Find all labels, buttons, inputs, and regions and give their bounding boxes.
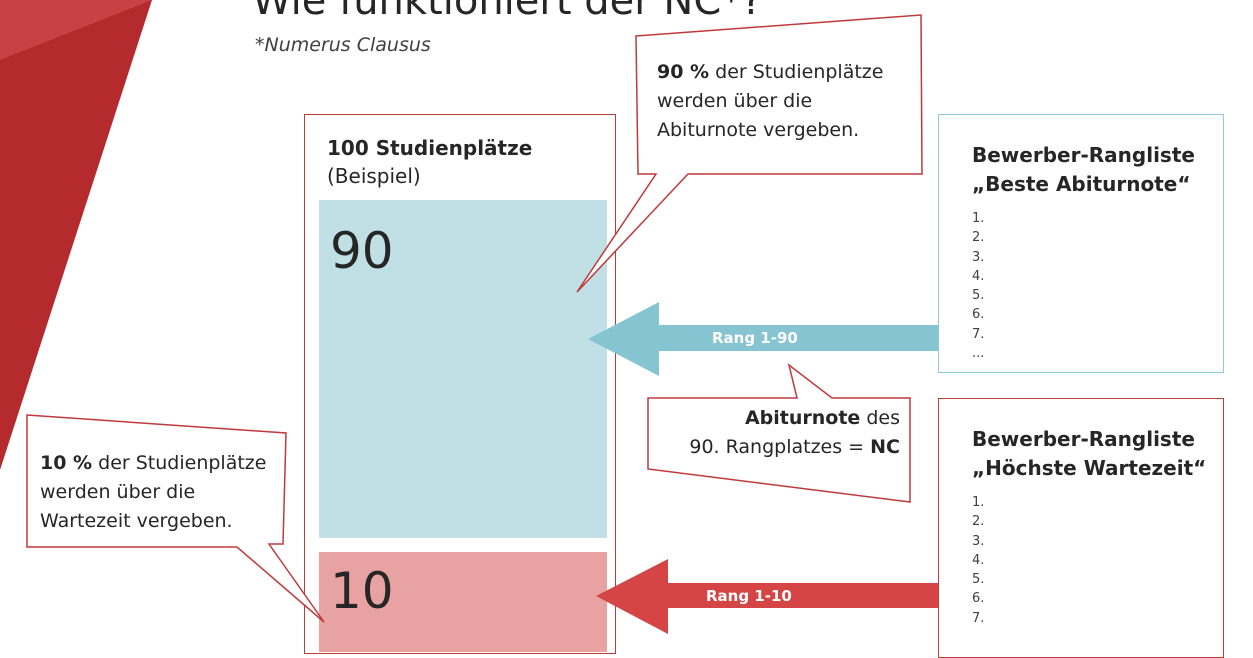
list-item: 1. — [972, 495, 985, 510]
nc-callout-text: Abiturnote des 90. Rangplatzes = NC — [689, 407, 900, 458]
grade-callout-text: 90 % der Studienplätze werden über die A… — [657, 61, 884, 141]
list-item: 4. — [972, 268, 985, 284]
list-item: 3. — [972, 533, 985, 549]
grade-callout-percent: 90 % — [657, 61, 710, 83]
list-item: 6. — [972, 591, 985, 607]
list-item: 5. — [972, 572, 985, 588]
list-item: 3. — [972, 249, 985, 265]
ranking-grade-box: Bewerber-Rangliste „Beste Abiturnote“ 1.… — [938, 114, 1224, 373]
page-title: Wie funktioniert der NC*? — [252, 0, 763, 24]
list-item: ... — [972, 346, 985, 362]
waiting-callout-percent: 10 % — [40, 452, 93, 474]
page-subtitle: *Numerus Clausus — [255, 34, 431, 56]
nc-term: NC — [870, 436, 900, 458]
red-arrow — [596, 559, 940, 634]
red-corner-highlight — [0, 0, 152, 60]
study-places-count: 100 Studienplätze — [327, 136, 533, 160]
list-item: 6. — [972, 307, 985, 323]
waiting-quota-block: 10 — [319, 552, 607, 652]
list-item: 4. — [972, 552, 985, 568]
blue-arrow-label: Rang 1-90 — [712, 329, 798, 347]
red-arrow-label: Rang 1-10 — [706, 587, 792, 605]
ranking-waiting-list: 1. 2. 3. 4. 5. 6. 7. — [972, 493, 1223, 628]
waiting-callout-shape — [26, 414, 325, 623]
study-places-label: 100 Studienplätze (Beispiel) — [327, 134, 532, 190]
grade-quota-number: 90 — [330, 222, 394, 280]
list-item: 7. — [972, 610, 985, 626]
list-item: 5. — [972, 288, 985, 304]
waiting-callout-text: 10 % der Studienplätze werden über die W… — [40, 452, 267, 532]
list-item: 2. — [972, 514, 985, 530]
ranking-grade-list: 1. 2. 3. 4. 5. 6. 7. ... — [972, 209, 1223, 363]
grade-callout-shape — [576, 14, 923, 293]
grade-quota-block: 90 — [319, 200, 607, 538]
list-item: 2. — [972, 230, 985, 246]
list-item: 7. — [972, 326, 985, 342]
nc-callout-shape — [647, 363, 911, 503]
list-item: 1. — [972, 211, 985, 226]
diagram-shapes — [26, 14, 940, 634]
background-decoration — [0, 0, 152, 470]
ranking-grade-title: Bewerber-Rangliste „Beste Abiturnote“ — [972, 143, 1195, 196]
ranking-waiting-title: Bewerber-Rangliste „Höchste Wartezeit“ — [972, 427, 1207, 480]
study-places-note: (Beispiel) — [327, 164, 421, 188]
red-corner-shape — [0, 0, 152, 470]
waiting-quota-number: 10 — [330, 562, 394, 620]
ranking-waiting-box: Bewerber-Rangliste „Höchste Wartezeit“ 1… — [938, 398, 1224, 658]
blue-arrow — [588, 302, 940, 376]
